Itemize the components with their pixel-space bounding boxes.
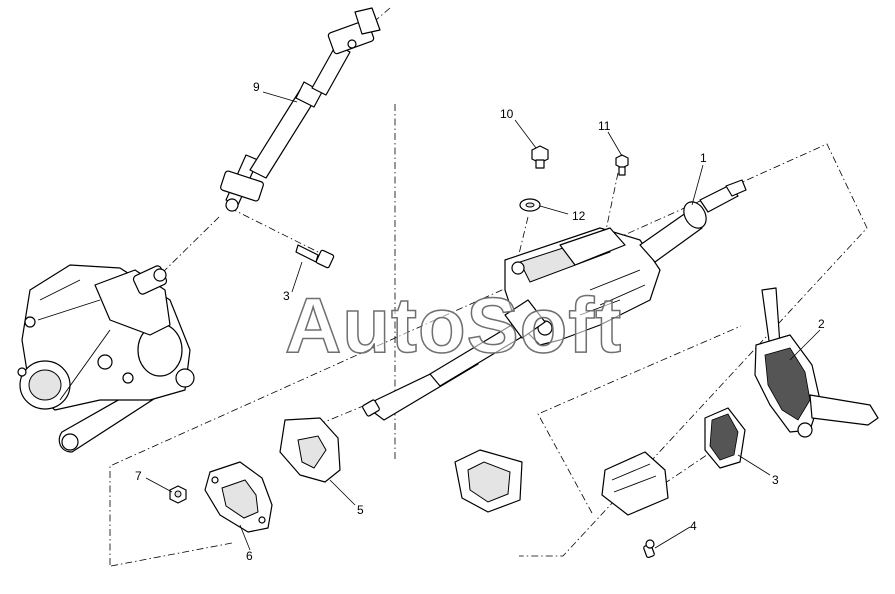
spiral-cable-face (709, 413, 739, 461)
callout-3-bolt: 3 (283, 289, 290, 303)
upper-column-tube (639, 209, 703, 263)
leader-11 (607, 131, 623, 157)
leader-10 (514, 119, 537, 149)
housing-detail-lines (37, 279, 111, 401)
switch-connector (797, 422, 813, 438)
upper-bearing-housing (683, 201, 707, 229)
joint-bolt-head (315, 249, 335, 269)
lower-yoke-bolt-hole (225, 198, 239, 212)
intermediate-shaft (220, 7, 381, 212)
leader-5 (329, 479, 356, 506)
watermark-text: AutoSoft (285, 281, 622, 369)
leader-1 (691, 164, 704, 206)
bolt-11-shank (618, 166, 626, 176)
hole-cover-stud-2 (258, 516, 266, 524)
callout-labels: 1 2 3 3 4 5 6 7 9 10 11 12 (135, 80, 825, 563)
upper-yoke (354, 7, 381, 35)
leader-3b (291, 261, 303, 293)
nut-10-body (531, 145, 549, 164)
joint-bolt (295, 244, 335, 269)
leader-lines (145, 91, 821, 551)
callout-12: 12 (572, 209, 586, 223)
steering-column-assembly (362, 179, 747, 421)
callout-9: 9 (253, 80, 260, 94)
lower-cover-body (601, 451, 669, 516)
spiral-cable (704, 407, 746, 469)
steering-lock-cover (454, 449, 523, 513)
nut-7-hole (174, 490, 182, 498)
column-hole-cover (204, 461, 273, 533)
joint-bolt-shank (295, 244, 319, 263)
leader-3a (737, 454, 771, 476)
slip-shaft (311, 44, 351, 96)
steering-gear-box (17, 264, 195, 453)
input-shaft-end (153, 268, 167, 282)
hole-cover-inner (221, 479, 259, 519)
lock-cover-inner (467, 461, 511, 503)
callout-1: 1 (700, 151, 707, 165)
end-cover-face (28, 369, 62, 401)
leader-4 (654, 526, 691, 549)
adjuster-nut (175, 368, 195, 388)
fluid-port (97, 354, 113, 370)
upper-shaft-spline (725, 179, 747, 197)
nut-center-line (517, 216, 529, 259)
upper-shaft (699, 184, 739, 213)
leader-12 (539, 205, 569, 215)
combination-switch (754, 287, 879, 438)
cover-screw (643, 539, 655, 559)
mounting-boss-lower (17, 367, 27, 377)
lower-bracket-mount (504, 299, 546, 339)
callout-6: 6 (246, 549, 253, 563)
screw-4-head (645, 539, 655, 549)
nut-10-shank (535, 159, 545, 169)
washer-hole (525, 202, 535, 208)
column-mount-bolt (615, 154, 629, 176)
switch-body-shading (764, 347, 811, 421)
lower-shaft-spline (362, 399, 380, 417)
mounting-boss (24, 316, 36, 328)
callout-10: 10 (500, 107, 514, 121)
callout-2: 2 (818, 317, 825, 331)
callout-11: 11 (598, 119, 611, 133)
upper-yoke-bolt-hole (347, 39, 357, 49)
mounting-bolt-hole (122, 372, 134, 384)
lower-frame-edge (110, 542, 233, 567)
column-mount-nut (531, 145, 549, 169)
leader-2 (789, 329, 821, 361)
column-assembly-frame (109, 143, 868, 565)
wiper-switch-lever (809, 394, 879, 426)
callout-4: 4 (690, 519, 697, 533)
shaft-to-gear-center-line (159, 216, 220, 276)
cover-plate-inner (297, 435, 327, 469)
tilt-lever-housing (559, 227, 626, 266)
pitman-arm-ball-joint (61, 433, 79, 451)
lower-joint-block (220, 170, 264, 202)
leader-7 (145, 477, 173, 493)
callout-7: 7 (135, 469, 142, 483)
bolt-11-head (615, 154, 629, 169)
leader-6 (239, 524, 251, 551)
lower-cover-ribs (611, 463, 657, 493)
hole-cover-nut (169, 485, 187, 504)
bolt-center-line (604, 172, 619, 236)
switch-assembly-frame (537, 325, 742, 514)
bracket-mount-left (511, 261, 525, 275)
callout-5: 5 (357, 503, 364, 517)
joint-bolt-center-line (229, 207, 331, 259)
bracket-ribs (579, 269, 646, 316)
hole-cover-stud-1 (211, 476, 219, 484)
callout-3-spiral: 3 (772, 473, 779, 487)
leader-9 (262, 91, 298, 103)
column-hole-cover-plate (279, 417, 341, 483)
column-lower-cover (601, 451, 669, 516)
